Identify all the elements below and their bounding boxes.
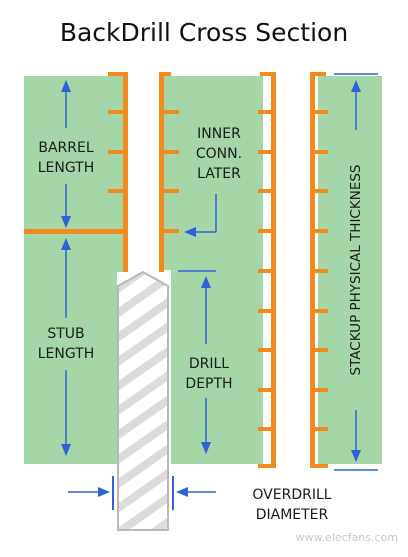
far-right-layer-tab-3: [313, 189, 328, 193]
inner-layer-pointer-arrowhead: [184, 227, 196, 237]
page-title: BackDrill Cross Section: [59, 18, 349, 47]
barrel-middle-wall: [159, 72, 164, 272]
left-layer-tab-2: [108, 150, 125, 154]
far-right-layer-tab-6: [313, 309, 328, 313]
stub-length-arrowhead-bottom: [61, 444, 71, 456]
far-right-layer-tab-1: [313, 110, 328, 114]
bottom-cap-far-right: [310, 464, 328, 468]
barrel-label-line-1: BARREL: [38, 140, 93, 156]
left-layer-tab-1: [108, 110, 125, 114]
right-layer-tab-6: [258, 309, 273, 313]
far-right-layer-tab-9: [313, 427, 328, 431]
board-middle-upper: [162, 76, 263, 270]
inner-label-line-2: CONN.: [196, 146, 242, 162]
watermark: www.elecfans.com: [295, 531, 398, 544]
left-layer-tab-3: [108, 189, 125, 193]
drill-depth-arrowhead-top: [201, 276, 211, 288]
inner-label-line-1: INNER: [197, 126, 241, 142]
far-right-layer-tab-8: [313, 388, 328, 392]
right-layer-tab-5: [258, 269, 273, 273]
overdrill-arrowhead-right: [176, 487, 188, 497]
drill-label-line-1: DRILL: [189, 356, 229, 372]
barrel-right-wall: [271, 72, 276, 468]
middle-layer-tab-3: [162, 189, 179, 193]
right-layer-tab-1: [258, 110, 273, 114]
cap-right: [260, 72, 276, 76]
layer-tabs-far-right: [313, 110, 328, 431]
barrel-far-right-wall: [310, 72, 315, 468]
overdrill-label-line-1: OVERDRILL: [252, 487, 331, 503]
middle-layer-tab-1: [162, 110, 179, 114]
cap-far-right: [310, 72, 326, 76]
stackup-label: STACKUP PHYSICAL THICKNESS: [348, 165, 364, 376]
right-layer-tab-3: [258, 189, 273, 193]
middle-layer-tab-4: [162, 229, 179, 233]
stackup-arrowhead-top: [351, 80, 361, 92]
right-layer-tab-2: [258, 150, 273, 154]
board-left-lower: [24, 234, 117, 464]
right-layer-tab-8: [258, 388, 273, 392]
right-layer-tab-4: [258, 229, 273, 233]
layer-tabs-middle: [162, 110, 179, 233]
drill-depth-arrowhead-bottom: [201, 442, 211, 454]
right-layer-tab-9: [258, 427, 273, 431]
drill-bit: [117, 270, 169, 531]
far-right-layer-tab-5: [313, 269, 328, 273]
drill-label-line-2: DEPTH: [185, 376, 232, 392]
board-right: [318, 76, 382, 464]
cap-middle: [159, 72, 171, 76]
barrel-left-wall: [123, 72, 128, 272]
barrel-label-line-2: LENGTH: [38, 160, 95, 176]
right-layer-tab-7: [258, 348, 273, 352]
board-middle-lower: [171, 270, 263, 464]
layer-tabs-right: [258, 110, 273, 431]
stub-length-arrowhead-top: [61, 238, 71, 250]
layer-tabs-left: [108, 110, 125, 193]
stackup-arrowhead-bottom: [351, 450, 361, 462]
stub-label-line-1: STUB: [47, 326, 84, 342]
overdrill-arrowhead-left: [98, 487, 110, 497]
far-right-layer-tab-7: [313, 348, 328, 352]
overdrill-label-line-2: DIAMETER: [256, 507, 329, 523]
cap-left: [108, 72, 128, 76]
barrel-length-arrowhead-bottom: [61, 216, 71, 228]
far-right-layer-tab-2: [313, 150, 328, 154]
inner-connection-layer: [24, 229, 128, 234]
board-left-step: [117, 234, 125, 272]
inner-label-line-3: LATER: [197, 166, 241, 182]
bottom-cap-right: [258, 464, 276, 468]
stub-label-line-2: LENGTH: [38, 346, 95, 362]
barrel-length-arrowhead-top: [61, 80, 71, 92]
far-right-layer-tab-4: [313, 229, 328, 233]
middle-layer-tab-2: [162, 150, 179, 154]
